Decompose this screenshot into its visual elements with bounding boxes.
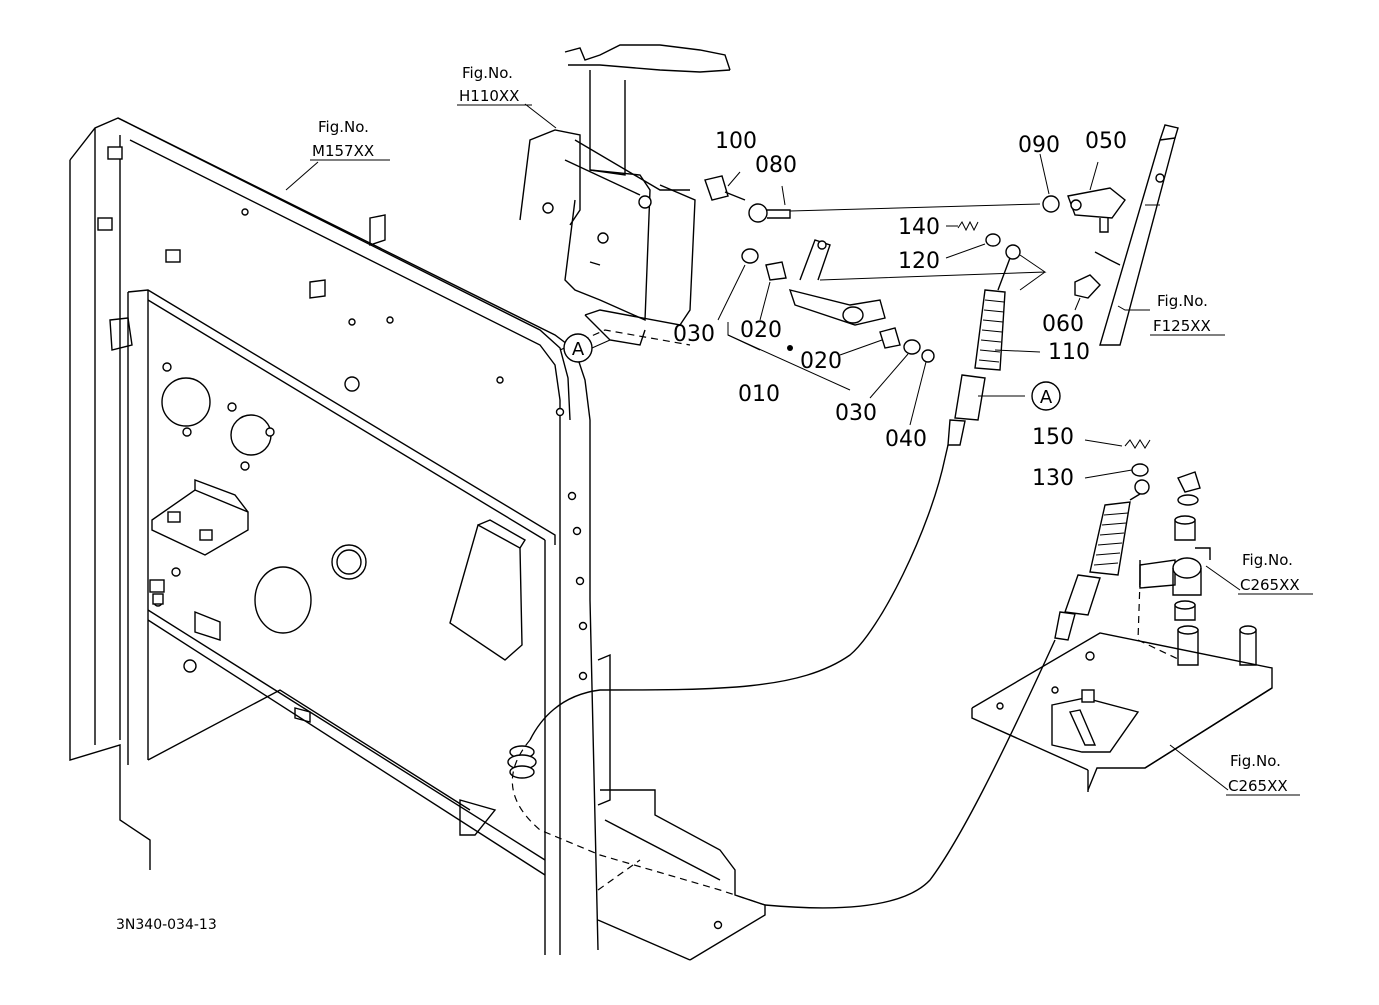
lever-assembly bbox=[704, 175, 1273, 792]
part-050: 050 bbox=[1085, 129, 1127, 154]
fig-ref-c265b-label: Fig.No. bbox=[1230, 752, 1281, 770]
fig-ref-f125-label: Fig.No. bbox=[1157, 292, 1208, 310]
part-150: 150 bbox=[1032, 425, 1074, 450]
part-030b: 030 bbox=[835, 401, 877, 426]
fig-ref-c265a-label: Fig.No. bbox=[1242, 551, 1293, 569]
fig-ref-c265a: Fig.No. C265XX bbox=[1238, 551, 1313, 595]
fig-ref-m157: Fig.No. M157XX bbox=[310, 118, 390, 161]
fig-ref-h110-code: H110XX bbox=[459, 87, 519, 105]
callout-a-right-letter: A bbox=[1040, 387, 1053, 408]
shaft bbox=[1094, 124, 1179, 346]
part-080: 080 bbox=[755, 153, 797, 178]
part-020a: 020 bbox=[740, 318, 782, 343]
part-090: 090 bbox=[1018, 133, 1060, 158]
column-bracket bbox=[519, 44, 731, 346]
part-120: 120 bbox=[898, 249, 940, 274]
callout-a-right: A bbox=[1031, 381, 1061, 411]
fig-ref-f125: Fig.No. F125XX bbox=[1150, 292, 1225, 336]
fig-ref-h110: Fig.No. H110XX bbox=[457, 64, 532, 106]
part-010: 010 bbox=[738, 382, 780, 407]
leader-lines bbox=[285, 103, 1241, 791]
part-140: 140 bbox=[898, 215, 940, 240]
fig-ref-f125-code: F125XX bbox=[1153, 317, 1211, 335]
fig-ref-m157-code: M157XX bbox=[312, 142, 374, 160]
diagram-code: 3N340-034-13 bbox=[116, 917, 217, 933]
callout-a-left: A bbox=[563, 333, 611, 363]
fig-ref-c265a-code: C265XX bbox=[1240, 576, 1300, 594]
part-100: 100 bbox=[715, 129, 757, 154]
part-030a: 030 bbox=[673, 322, 715, 347]
fig-ref-c265b-code: C265XX bbox=[1228, 777, 1288, 795]
fig-ref-h110-label: Fig.No. bbox=[462, 64, 513, 82]
part-020b: 020 bbox=[800, 349, 842, 374]
part-040: 040 bbox=[885, 427, 927, 452]
part-numbers: 100 080 090 050 140 120 060 030 020 020 … bbox=[673, 129, 1127, 491]
callout-a-left-letter: A bbox=[572, 339, 585, 360]
side-panel bbox=[69, 117, 766, 961]
part-060: 060 bbox=[1042, 312, 1084, 337]
cable-routing bbox=[511, 329, 1181, 909]
part-130: 130 bbox=[1032, 466, 1074, 491]
fig-ref-m157-label: Fig.No. bbox=[318, 118, 369, 136]
fig-ref-c265b: Fig.No. C265XX bbox=[1226, 752, 1300, 796]
part-110: 110 bbox=[1048, 340, 1090, 365]
